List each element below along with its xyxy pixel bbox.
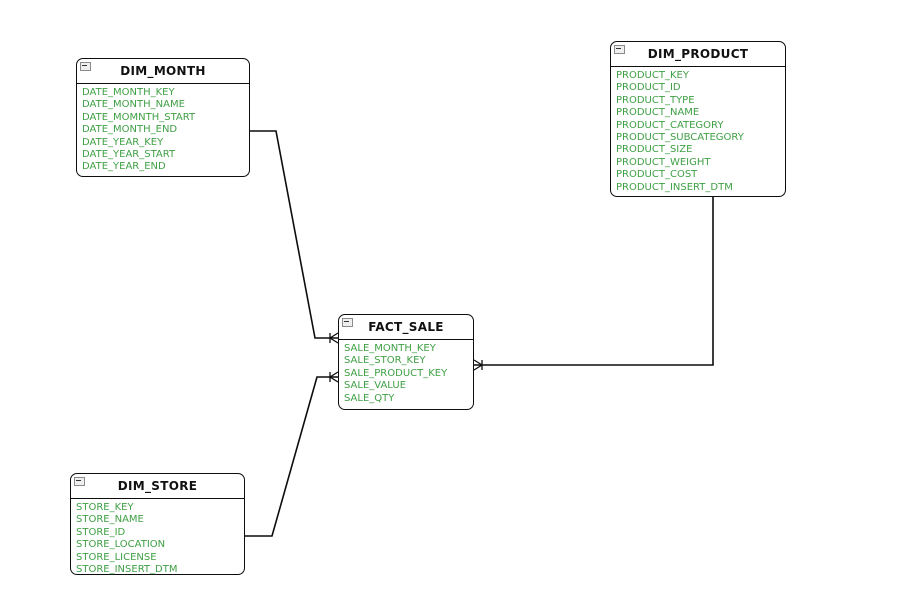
field-row[interactable]: DATE_MOMNTH_START — [82, 111, 196, 123]
crow-foot-toe — [329, 337, 339, 344]
field-row[interactable]: DATE_MONTH_KEY — [82, 87, 175, 98]
entity-header-dim-month[interactable]: DIM_MONTH — [77, 59, 249, 84]
field-row[interactable]: PRODUCT_SIZE — [616, 144, 693, 156]
field-row[interactable]: PRODUCT_SUBCATEGORY — [616, 132, 744, 144]
crow-foot-toe — [329, 371, 339, 378]
collapse-minus-icon[interactable] — [80, 62, 91, 71]
field-row[interactable]: SALE_PRODUCT_KEY — [344, 367, 448, 379]
entity-title: DIM_STORE — [117, 479, 198, 493]
field-row[interactable]: SALE_VALUE — [344, 380, 407, 392]
field-row[interactable]: DATE_YEAR_KEY — [82, 136, 164, 148]
collapse-minus-icon[interactable] — [74, 477, 85, 486]
relationship-line-dim_month-fact_sale[interactable] — [250, 130, 338, 339]
entity-title: FACT_SALE — [368, 320, 444, 334]
collapse-minus-icon[interactable] — [342, 318, 353, 327]
entity-title: DIM_PRODUCT — [647, 47, 749, 61]
entity-header-dim-store[interactable]: DIM_STORE — [71, 474, 244, 499]
collapse-minus-icon[interactable] — [614, 45, 625, 54]
entity-header-dim-product[interactable]: DIM_PRODUCT — [611, 42, 785, 67]
field-row[interactable]: PRODUCT_ID — [616, 82, 681, 94]
field-row[interactable]: STORE_LICENSE — [76, 551, 157, 563]
field-row[interactable]: PRODUCT_KEY — [616, 70, 689, 81]
field-row[interactable]: SALE_MONTH_KEY — [344, 343, 436, 354]
field-row[interactable]: DATE_MONTH_NAME — [82, 99, 185, 111]
relationship-line-dim_product-fact_sale[interactable] — [474, 197, 714, 366]
field-row[interactable]: STORE_INSERT_DTM — [76, 564, 178, 576]
field-row[interactable]: STORE_ID — [76, 526, 126, 538]
crow-foot-toe — [329, 332, 339, 339]
field-row[interactable]: PRODUCT_COST — [616, 169, 698, 181]
field-row[interactable]: SALE_STOR_KEY — [344, 355, 426, 367]
crow-foot-toe — [473, 364, 483, 371]
crow-foot-toe — [329, 376, 339, 383]
field-row[interactable]: DATE_MONTH_END — [82, 124, 178, 136]
crow-foot-toe — [473, 359, 483, 366]
field-row[interactable]: STORE_KEY — [76, 502, 134, 513]
relationship-line-dim_store-fact_sale[interactable] — [245, 376, 338, 537]
field-row[interactable]: PRODUCT_TYPE — [616, 94, 695, 106]
field-row[interactable]: DATE_YEAR_START — [82, 149, 176, 161]
field-row[interactable]: PRODUCT_WEIGHT — [616, 156, 711, 168]
field-row[interactable]: PRODUCT_INSERT_DTM — [616, 181, 733, 193]
field-row[interactable]: DATE_YEAR_END — [82, 161, 166, 173]
field-row[interactable]: STORE_LOCATION — [76, 539, 166, 551]
field-row[interactable]: PRODUCT_CATEGORY — [616, 119, 724, 131]
entity-header-fact-sale[interactable]: FACT_SALE — [339, 315, 473, 340]
field-row[interactable]: SALE_QTY — [344, 392, 395, 404]
field-row[interactable]: PRODUCT_NAME — [616, 107, 700, 119]
entity-title: DIM_MONTH — [120, 64, 206, 78]
field-row[interactable]: STORE_NAME — [76, 514, 144, 526]
